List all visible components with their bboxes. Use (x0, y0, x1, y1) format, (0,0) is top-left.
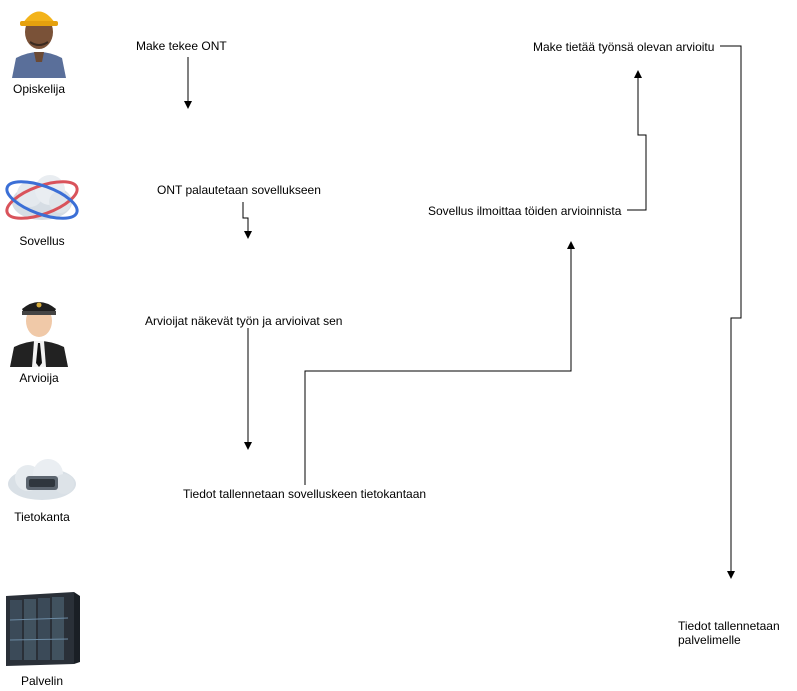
step-tietokantaan: Tiedot tallennetaan sovelluskeen tietoka… (183, 487, 427, 501)
actor-tietokanta: Tietokanta (0, 456, 87, 524)
step-ont-palautetaan: ONT palautetaan sovellukseen (157, 183, 321, 197)
pilot-officer-icon (10, 302, 68, 367)
step-palvelimelle-line2: palvelimelle (678, 633, 741, 647)
worker-hardhat-icon (12, 11, 66, 78)
actor-palvelin: Palvelin (0, 590, 87, 688)
step-arvioijat: Arvioijat näkevät työn ja arvioivat sen (145, 314, 343, 328)
actor-label: Opiskelija (12, 82, 66, 96)
actor-arvioija: Arvioija (0, 291, 84, 385)
actor-label: Sovellus (19, 234, 65, 248)
step-sovellus-ilmoittaa: Sovellus ilmoittaa töiden arvioinnista (428, 204, 622, 218)
server-rack-icon (6, 592, 80, 666)
actor-opiskelija: Opiskelija (0, 2, 84, 96)
cloud-database-icon (8, 459, 76, 500)
step-palvelimelle-line1: Tiedot tallennetaan (678, 619, 780, 633)
arrow-s6-s7 (720, 45, 742, 579)
actor-sovellus: Sovellus (0, 166, 87, 248)
step-make-tekee-ont: Make tekee ONT (136, 39, 227, 53)
actor-label: Tietokanta (14, 510, 70, 524)
actor-label: Arvioija (19, 371, 59, 385)
step-palvelimelle: Tiedot tallennetaan palvelimelle (678, 619, 780, 647)
arrow-s5-s6 (627, 70, 647, 211)
actor-label: Palvelin (20, 674, 64, 688)
arrow-s4-s5 (304, 241, 575, 485)
cloud-orbit-icon (5, 175, 79, 220)
arrow-s2-s3 (242, 202, 252, 239)
step-make-tietaa: Make tietää työnsä olevan arvioitu (533, 40, 715, 54)
